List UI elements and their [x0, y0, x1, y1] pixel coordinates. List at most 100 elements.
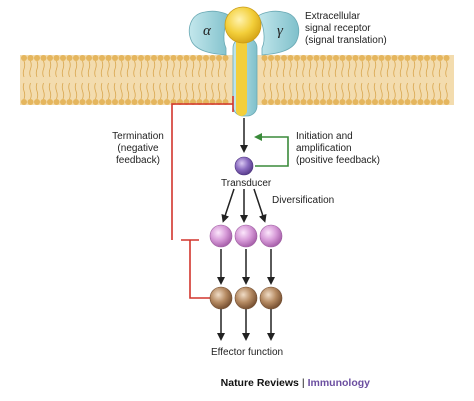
lipid-head	[170, 55, 177, 61]
lipid-head	[359, 55, 365, 61]
lipid-head	[424, 99, 430, 105]
lipid-tail	[393, 60, 396, 78]
lipid-head	[320, 55, 326, 61]
lipid-tail	[159, 82, 162, 100]
lipid-tail	[386, 82, 390, 100]
lipid-tail	[419, 60, 422, 78]
lipid-tail	[367, 60, 370, 78]
lipid-tail	[139, 82, 143, 100]
lipid-tail	[289, 82, 292, 100]
lipid-head	[131, 99, 138, 105]
lipid-tail	[42, 60, 45, 78]
lipid-tail	[139, 60, 143, 78]
lipid-head	[339, 99, 346, 105]
lipid-tail	[204, 82, 208, 100]
lipid-head	[385, 55, 391, 61]
journal-separator: |	[301, 377, 305, 389]
lipid-tail	[172, 82, 175, 100]
lipid-tail	[295, 60, 299, 78]
lipid-head	[313, 55, 320, 61]
lipid-head	[144, 99, 151, 105]
lipid-head	[437, 55, 443, 61]
lipid-head	[443, 55, 450, 61]
transducer-node	[234, 156, 254, 176]
lipid-tail	[354, 60, 357, 78]
lipid-tail	[211, 82, 214, 100]
lipid-head	[177, 55, 183, 61]
lipid-tail	[295, 82, 299, 100]
arrow-transducer-left	[221, 188, 235, 223]
effector-node	[259, 286, 283, 310]
lipid-tail	[68, 60, 71, 78]
lipid-head	[73, 55, 79, 61]
lipid-head	[378, 99, 385, 105]
journal-name: Nature Reviews	[220, 377, 299, 389]
lipid-tail	[107, 82, 110, 100]
lipid-head	[287, 55, 294, 61]
lipid-head	[430, 55, 437, 61]
lipid-tail	[120, 60, 123, 78]
lipid-tail	[347, 60, 351, 78]
lipid-tail	[159, 60, 162, 78]
lipid-tail	[146, 82, 149, 100]
lipid-head	[53, 99, 60, 105]
gamma-label: γ	[277, 23, 283, 39]
effector-nodes	[209, 286, 283, 310]
lipid-head	[138, 99, 144, 105]
lipid-head	[105, 55, 112, 61]
diversification-node	[234, 224, 258, 248]
lipid-tail	[55, 60, 58, 78]
lipid-tail	[399, 82, 403, 100]
lipid-head	[268, 55, 274, 61]
lipid-tail	[282, 60, 286, 78]
lipid-tail	[178, 82, 182, 100]
lipid-head	[352, 99, 359, 105]
lipid-tail	[126, 82, 130, 100]
lipid-tail	[81, 82, 84, 100]
lipid-tail	[120, 82, 123, 100]
lipid-tail	[94, 82, 97, 100]
negative-feedback	[171, 96, 234, 299]
lipid-head	[339, 55, 346, 61]
lipid-head	[268, 99, 274, 105]
lipid-tail	[347, 82, 351, 100]
lipid-tail	[74, 60, 78, 78]
lipid-tail	[341, 82, 344, 100]
lipid-tail	[224, 60, 227, 78]
lipid-tail	[185, 60, 188, 78]
signal-arrows	[217, 118, 275, 341]
lipid-head	[391, 55, 398, 61]
lipid-tail	[276, 60, 279, 78]
negative-feedback-line-top	[171, 103, 233, 240]
lipid-tail	[315, 82, 318, 100]
initiation-label-line: Initiation and	[296, 131, 353, 142]
lipid-head	[300, 99, 307, 105]
receptor-beta-stalk	[236, 36, 247, 116]
lipid-tail	[308, 60, 312, 78]
lipid-head	[21, 99, 27, 105]
lipid-head	[352, 55, 359, 61]
lipid-head	[79, 99, 86, 105]
lipid-tail	[354, 82, 357, 100]
lipid-head	[333, 99, 339, 105]
lipid-head	[372, 99, 378, 105]
lipid-tail	[22, 82, 26, 100]
lipid-head	[66, 55, 73, 61]
lipid-head	[307, 99, 313, 105]
lipid-head	[92, 55, 99, 61]
lipid-tail	[198, 60, 201, 78]
lipid-head	[300, 55, 307, 61]
lipid-tail	[276, 82, 279, 100]
negative-feedback-line-bottom	[189, 240, 211, 299]
lipid-head	[261, 99, 268, 105]
lipid-tail	[445, 82, 448, 100]
lipid-head	[151, 99, 157, 105]
lipid-head	[274, 55, 281, 61]
lipid-head	[34, 55, 40, 61]
lipid-tail	[185, 82, 188, 100]
receptor	[188, 6, 300, 117]
lipid-head	[190, 55, 196, 61]
lipid-tail	[113, 60, 117, 78]
lipid-tail	[445, 60, 448, 78]
lipid-tail	[360, 82, 364, 100]
